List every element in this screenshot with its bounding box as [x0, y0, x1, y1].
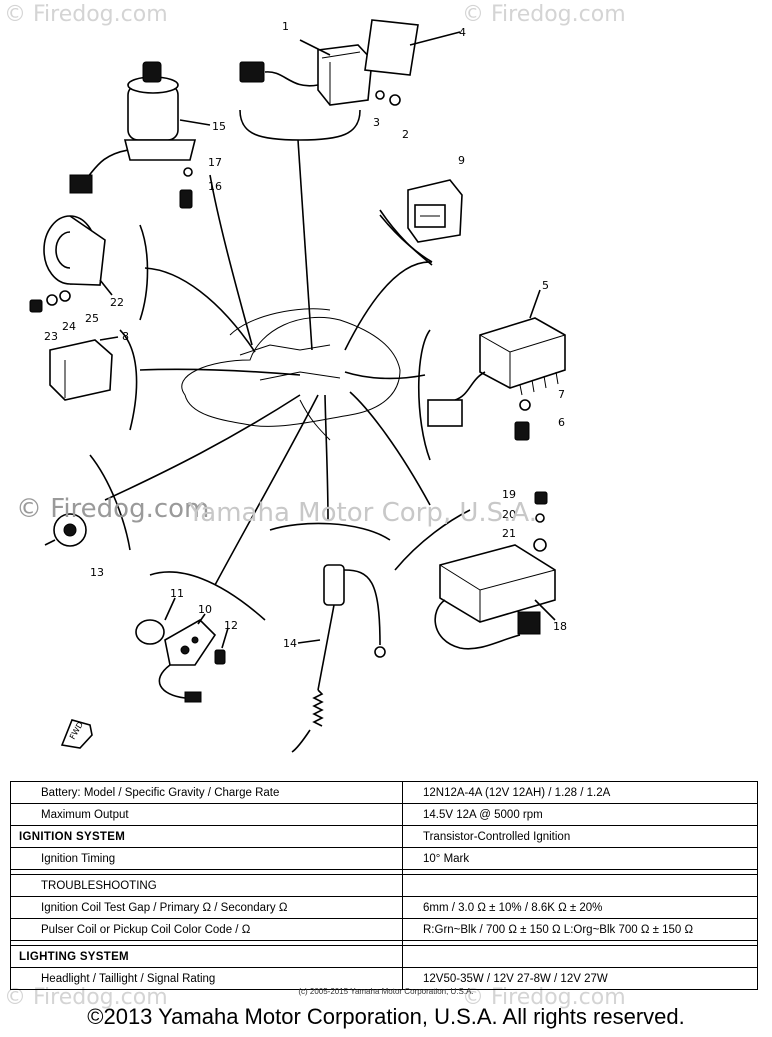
part-13-neutral-switch — [44, 513, 87, 547]
part-2-3-nuts — [375, 90, 401, 106]
callout-16: 16 — [208, 180, 222, 193]
callout-23: 23 — [44, 330, 58, 343]
wiring-parts-diagram: FWD 1 2 3 4 5 6 7 8 9 10 11 12 13 14 15 … — [29, 19, 567, 753]
spec-row-ignition-timing: Ignition Timing 10° Mark — [10, 847, 758, 870]
callout-19: 19 — [502, 488, 516, 501]
callout-8-left: 8 — [122, 330, 129, 343]
spec-value — [402, 945, 758, 968]
callout-12: 12 — [224, 619, 238, 632]
callout-numbers: 1 2 3 4 5 6 7 8 9 10 11 12 13 14 15 16 1… — [44, 20, 567, 650]
callout-3: 3 — [373, 116, 380, 129]
callout-13: 13 — [90, 566, 104, 579]
spec-row-troubleshooting: TROUBLESHOOTING — [10, 874, 758, 897]
spec-label: TROUBLESHOOTING — [10, 874, 403, 897]
specifications-table: Battery: Model / Specific Gravity / Char… — [10, 781, 758, 990]
spec-label: Ignition Timing — [10, 847, 403, 870]
spec-label: Maximum Output — [10, 803, 403, 826]
callout-10: 10 — [198, 603, 212, 616]
leader-lines — [104, 139, 433, 586]
part-10-11-12-pickup — [135, 597, 229, 703]
callout-2: 2 — [402, 128, 409, 141]
callout-7: 7 — [558, 388, 565, 401]
part-16-17-fasteners — [179, 167, 193, 209]
watermark-center-left: © Firedog.com — [16, 494, 210, 524]
callout-17: 17 — [208, 156, 222, 169]
forward-arrow-icon: FWD — [60, 719, 93, 749]
watermark-top-right: © Firedog.com — [462, 2, 626, 27]
part-15-ignition-switch — [69, 61, 211, 194]
callout-6: 6 — [558, 416, 565, 429]
callout-4: 4 — [459, 26, 466, 39]
callout-15: 15 — [212, 120, 226, 133]
spec-row-light-ratings: Headlight / Taillight / Signal Rating 12… — [10, 967, 758, 990]
spec-row-lighting-system: LIGHTING SYSTEM — [10, 945, 758, 968]
spec-value: 10° Mark — [402, 847, 758, 870]
callout-18: 18 — [553, 620, 567, 633]
callout-14: 14 — [283, 637, 297, 650]
spec-value: 14.5V 12A @ 5000 rpm — [402, 803, 758, 826]
part-4-plate — [364, 19, 461, 76]
part-1-relay — [239, 39, 373, 106]
part-9-regulator — [407, 179, 463, 243]
spec-row-max-output: Maximum Output 14.5V 12A @ 5000 rpm — [10, 803, 758, 826]
spec-value: 12N12A-4A (12V 12AH) / 1.28 / 1.2A — [402, 781, 758, 804]
copyright-notice: ©2013 Yamaha Motor Corporation, U.S.A. A… — [87, 1004, 685, 1029]
spec-label: Headlight / Taillight / Signal Rating — [10, 967, 403, 990]
part-14-coil-lead — [291, 564, 386, 753]
callout-24: 24 — [62, 320, 76, 333]
spec-label: Pulser Coil or Pickup Coil Color Code / … — [10, 918, 403, 941]
spec-value: 12V50-35W / 12V 27-8W / 12V 27W — [402, 967, 758, 990]
spec-row-battery: Battery: Model / Specific Gravity / Char… — [10, 781, 758, 804]
small-credit-line: (c) 2005-2015 Yamaha Motor Corporation, … — [298, 987, 474, 996]
spec-value: 6mm / 3.0 Ω ± 10% / 8.6K Ω ± 20% — [402, 896, 758, 919]
callout-9: 9 — [458, 154, 465, 167]
group-brackets — [89, 109, 471, 621]
spec-row-ignition-system: IGNITION SYSTEM Transistor-Controlled Ig… — [10, 825, 758, 848]
spec-row-pulser-coil: Pulser Coil or Pickup Coil Color Code / … — [10, 918, 758, 941]
callout-20: 20 — [502, 508, 516, 521]
part-23-24-25-hardware — [29, 290, 71, 313]
part-5-rectifier — [427, 289, 566, 427]
part-6-7-fasteners — [514, 399, 531, 441]
spec-section-header: IGNITION SYSTEM — [10, 825, 403, 848]
spec-label: Ignition Coil Test Gap / Primary Ω / Sec… — [10, 896, 403, 919]
callout-21: 21 — [502, 527, 516, 540]
callout-25: 25 — [85, 312, 99, 325]
part-19-20-21-hardware — [533, 491, 548, 552]
part-22-horn — [43, 215, 113, 296]
spec-value: R:Grn~Blk / 700 Ω ± 150 Ω L:Org~Blk 700 … — [402, 918, 758, 941]
spec-value: Transistor-Controlled Ignition — [402, 825, 758, 848]
spec-row-coil-test: Ignition Coil Test Gap / Primary Ω / Sec… — [10, 896, 758, 919]
watermark-center-right: Yamaha Motor Corp, U.S.A. — [188, 498, 538, 528]
spec-value — [402, 874, 758, 897]
watermark-top-left: © Firedog.com — [4, 2, 168, 27]
callout-5: 5 — [542, 279, 549, 292]
callout-11: 11 — [170, 587, 184, 600]
part-18-ignitor — [434, 544, 556, 650]
part-8-relay-left — [49, 336, 119, 401]
callout-1: 1 — [282, 20, 289, 33]
spec-section-header: LIGHTING SYSTEM — [10, 945, 403, 968]
callout-22: 22 — [110, 296, 124, 309]
spec-label: Battery: Model / Specific Gravity / Char… — [10, 781, 403, 804]
